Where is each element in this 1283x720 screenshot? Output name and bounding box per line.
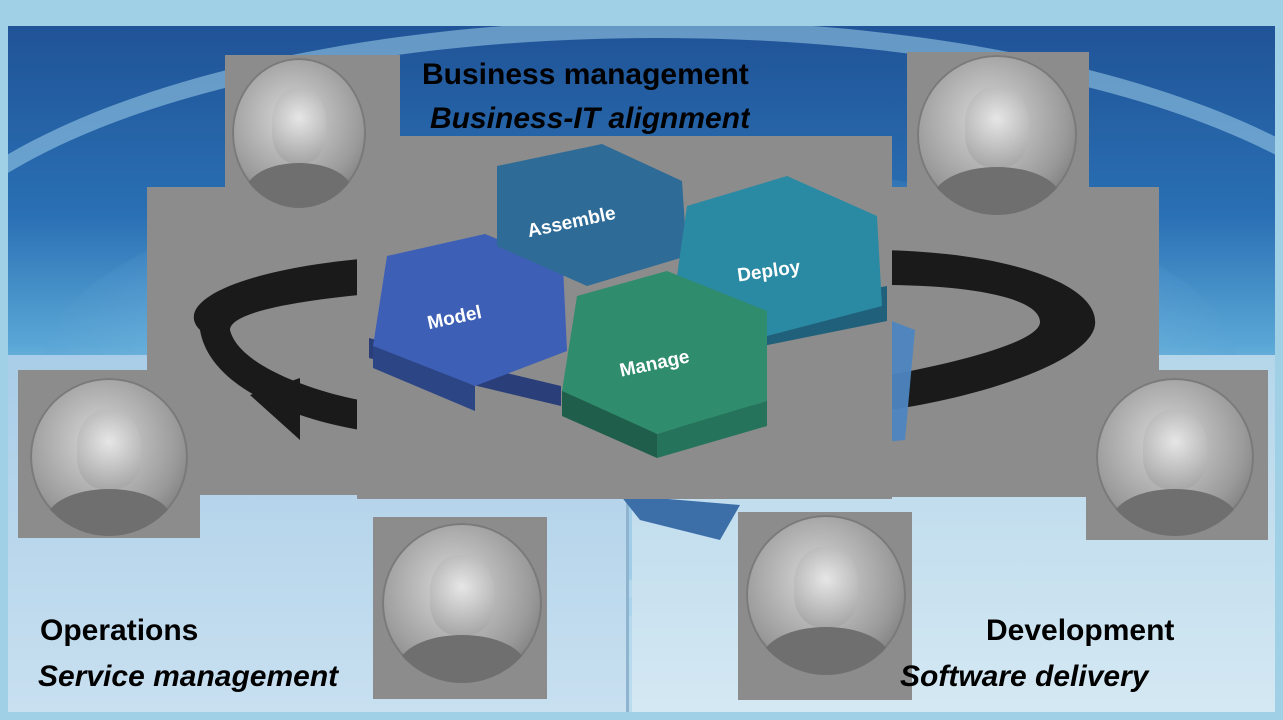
photo-man-top-right (917, 55, 1077, 215)
photo-man-left (30, 378, 188, 536)
quadrant-divider (626, 350, 629, 712)
business-subtitle: Business-IT alignment (430, 102, 751, 134)
lifecycle-hexagon-panel: Model Assemble Deploy Manage (357, 136, 892, 499)
hex-manage (562, 271, 767, 458)
lifecycle-hexagons: Model Assemble Deploy Manage (369, 144, 887, 458)
photo-woman-right (1096, 378, 1254, 536)
hex-assemble (497, 144, 687, 286)
hex-model (373, 234, 567, 411)
photo-man-bottom-right (746, 515, 906, 675)
operations-subtitle: Service management (38, 660, 339, 693)
photo-man-bottom-left (382, 523, 542, 683)
development-title: Development (986, 614, 1175, 647)
business-title: Business management (422, 58, 749, 91)
development-subtitle: Software delivery (900, 660, 1149, 693)
operations-title: Operations (40, 614, 199, 647)
photo-woman-top-left (232, 58, 366, 208)
